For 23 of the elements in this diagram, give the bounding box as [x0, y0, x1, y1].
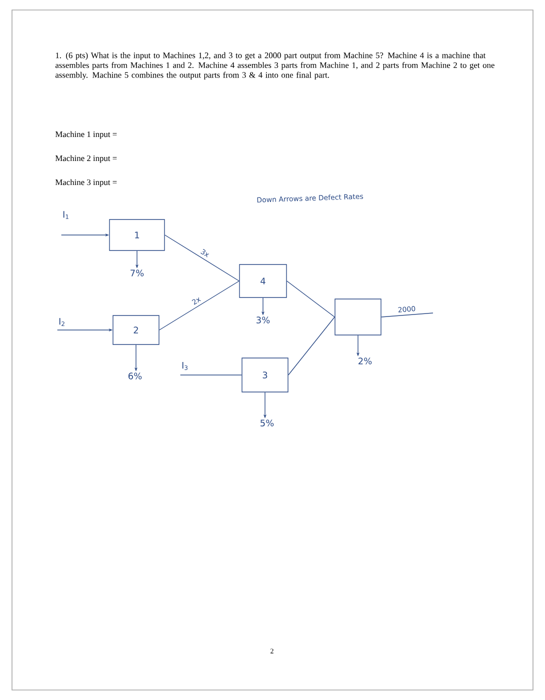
defect-rate-label: 2%	[358, 358, 372, 364]
machine-box: 4	[239, 264, 287, 298]
machine-box: 3	[242, 358, 288, 392]
machine-box	[334, 298, 382, 336]
answer-prompt: Machine 1 input =	[55, 131, 117, 139]
connector-line	[286, 280, 335, 318]
connector-line	[159, 280, 240, 330]
defect-rate-label: 7%	[130, 270, 144, 276]
connector-line	[288, 316, 335, 376]
connector-line	[381, 312, 434, 318]
defect-rate-label: 6%	[128, 372, 142, 380]
connector-line	[164, 234, 240, 282]
input-label: I$_{2}$	[59, 318, 64, 326]
defect-rate-label: 5%	[260, 420, 274, 426]
input-label: I$_{3}$	[182, 362, 188, 370]
input-label: I$_{1}$	[63, 211, 68, 219]
answer-prompt: Machine 3 input =	[55, 179, 117, 187]
machine-box: 1	[109, 219, 165, 251]
answer-prompt: Machine 2 input =	[55, 155, 117, 163]
question-text: 1. (6 pts) What is the input to Machines 1,2, and 3 to get a 2000 part output from Machine 5? Machine 4 is a machine that assembles parts from Machines 1 and 2. Machine 4 assembles 3 parts from Machine 1, and 2 parts from Machine 2 to get one assembly. Machine 5 combines the output parts from 3 & 4 into one final part.	[56, 52, 494, 80]
defect-rate-label: 3%	[256, 316, 270, 324]
machine-box: 2	[112, 315, 160, 345]
connector-line	[180, 374, 242, 376]
